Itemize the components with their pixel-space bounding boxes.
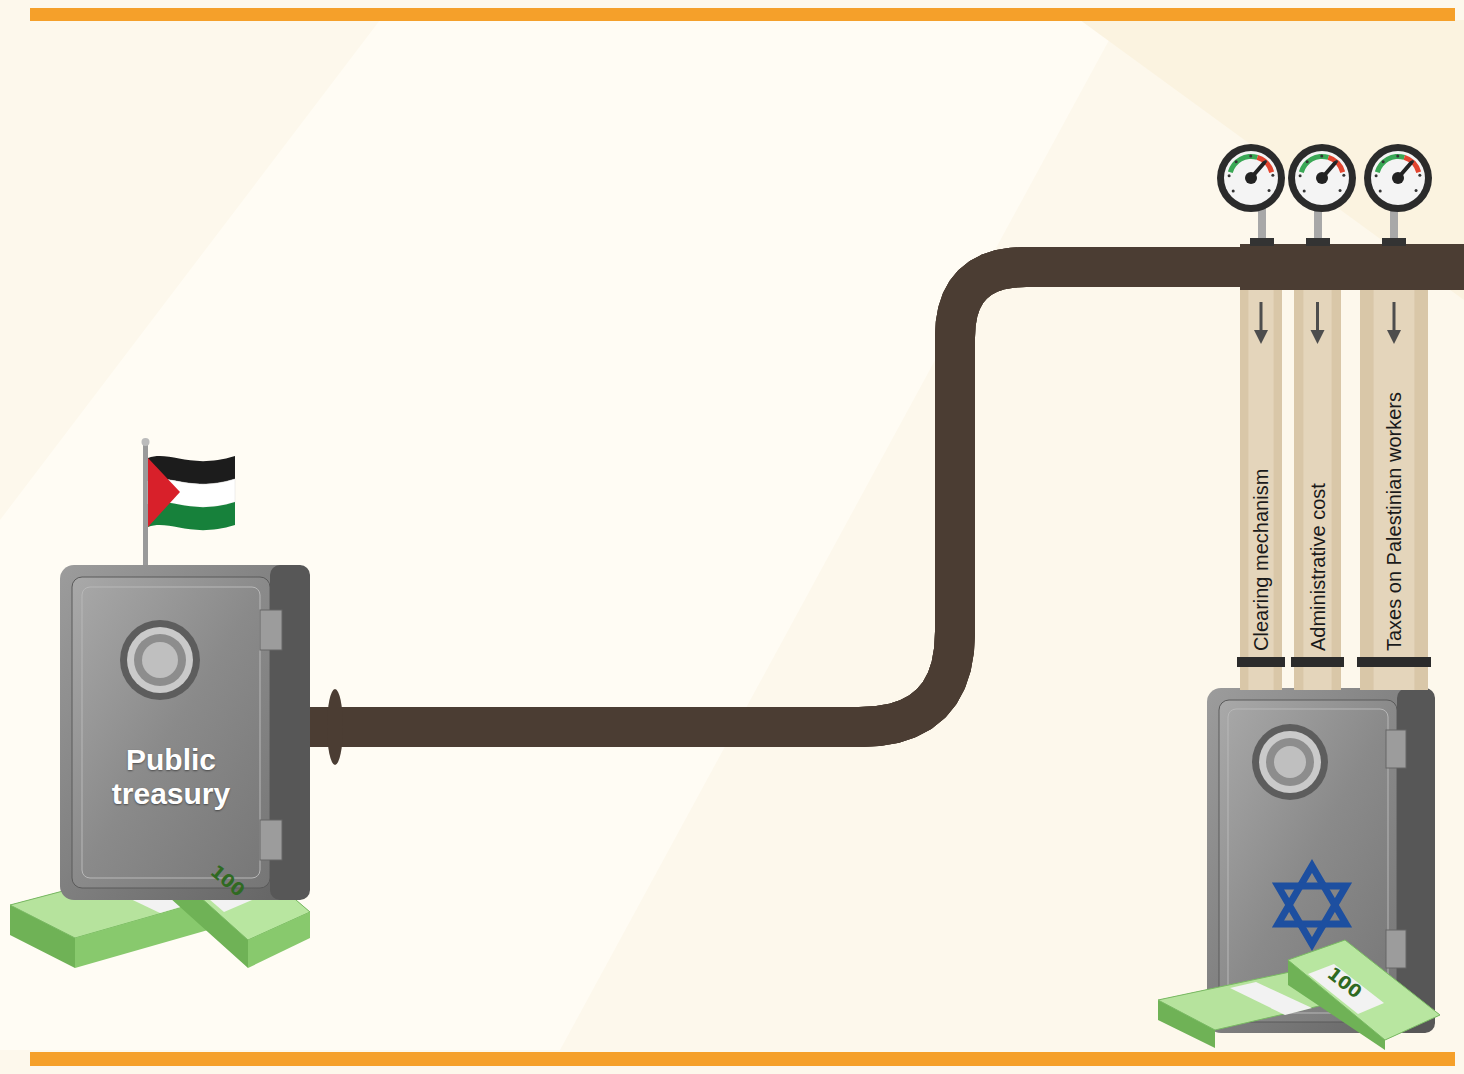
illustration-part <box>1258 208 1266 242</box>
illustration-part <box>1288 940 1440 1040</box>
illustration-part <box>1217 144 1285 246</box>
pipe-label: Clearing mechanism <box>1250 469 1273 651</box>
pipe-flange <box>327 689 343 765</box>
illustration-part <box>1311 330 1325 344</box>
illustration-part <box>1207 688 1435 1033</box>
illustration-part <box>1357 657 1431 667</box>
safe-shape <box>60 565 310 900</box>
transfer-pipe: Clearing mechanism <box>1240 290 1282 665</box>
illustration-part <box>1291 657 1344 667</box>
transfer-pipe: Taxes on Palestinian workers <box>1360 290 1428 665</box>
bottom-bar <box>30 1052 1455 1066</box>
pipe-label: Taxes on Palestinian workers <box>1383 392 1406 651</box>
pipe-label: Administrative cost <box>1306 483 1329 651</box>
illustration-part <box>1374 290 1415 690</box>
illustration-part <box>1303 189 1306 192</box>
bill-value: 100 <box>1324 962 1367 1002</box>
israeli-safe <box>1207 688 1435 1033</box>
illustration-part <box>1249 155 1252 158</box>
illustration-part <box>1274 746 1306 778</box>
top-bar <box>30 8 1455 21</box>
illustration-part <box>1237 657 1285 667</box>
money-stacks-right <box>1158 940 1440 1050</box>
illustration-part <box>1360 290 1428 690</box>
illustration-part <box>1382 160 1385 163</box>
illustration-part <box>1271 174 1274 177</box>
illustration-part <box>1248 290 1273 690</box>
illustration-part <box>1396 155 1399 158</box>
illustration-part <box>1252 724 1328 800</box>
illustration-part <box>1364 144 1432 212</box>
gauges <box>1217 144 1432 246</box>
illustration-part <box>1375 174 1378 177</box>
illustration-part <box>1245 172 1257 184</box>
illustration-part <box>1320 155 1323 158</box>
illustration-part <box>1240 290 1282 690</box>
illustration-part <box>127 627 193 693</box>
money-pipe <box>310 267 1261 727</box>
illustration-part <box>148 458 180 527</box>
illustration-part <box>72 577 270 888</box>
illustration-part <box>1375 154 1405 173</box>
illustration-part <box>1228 174 1231 177</box>
illustration-part <box>1228 154 1258 173</box>
illustration-part <box>1232 189 1235 192</box>
money-pipe <box>310 267 1394 727</box>
illustration-part <box>248 912 310 968</box>
illustration-part <box>1224 151 1278 205</box>
illustration-part <box>1306 238 1330 246</box>
illustration-part <box>143 445 148 575</box>
palestinian-flag <box>142 438 236 575</box>
illustration-part <box>1386 730 1406 768</box>
illustration-part <box>1303 290 1331 690</box>
illustration-part <box>1250 238 1274 246</box>
illustration-part <box>1235 160 1238 163</box>
illustration-part <box>1288 144 1356 246</box>
illustration-part <box>1288 940 1440 1050</box>
pipe-extension <box>1240 244 1464 290</box>
star-of-david <box>1278 866 1346 944</box>
illustration-part <box>1418 174 1421 177</box>
illustration-part <box>1364 144 1432 246</box>
illustration-part <box>1294 290 1341 690</box>
illustration-part <box>1314 208 1322 242</box>
illustration-part <box>1386 930 1406 968</box>
illustration-part <box>60 565 310 900</box>
illustration-part <box>1299 174 1302 177</box>
illustration-part <box>1266 738 1314 786</box>
illustration-part <box>1342 174 1345 177</box>
illustration-part <box>1217 144 1285 212</box>
illustration-part <box>1382 238 1406 246</box>
illustration-part <box>1390 208 1398 242</box>
illustration-part <box>142 642 178 678</box>
illustration-part <box>1415 189 1418 192</box>
illustration-part <box>1316 172 1328 184</box>
illustration-part <box>1339 189 1342 192</box>
illustration-part <box>1254 330 1268 344</box>
illustration-part <box>1306 160 1309 163</box>
illustration-part <box>1371 151 1425 205</box>
illustration-part <box>260 820 282 860</box>
illustration-part <box>120 620 200 700</box>
illustration-part <box>1379 189 1382 192</box>
treasury-safe: Public treasury <box>60 565 310 900</box>
illustration-part <box>1295 151 1349 205</box>
illustration-part <box>1278 866 1346 924</box>
illustration-part <box>1299 154 1329 173</box>
illustration-part <box>1268 189 1271 192</box>
illustration-part <box>82 587 260 878</box>
illustration-part <box>1288 144 1356 212</box>
illustration-part <box>1278 886 1346 944</box>
illustration-part <box>134 634 186 686</box>
safe-label: Public treasury <box>92 743 250 810</box>
transfer-pipe: Administrative cost <box>1294 290 1341 665</box>
money-pipe <box>310 267 1318 727</box>
illustration-part <box>1387 330 1401 344</box>
illustration-part <box>1259 731 1321 793</box>
illustration-part <box>1392 172 1404 184</box>
illustration-part <box>260 610 282 650</box>
illustration-part <box>142 438 150 446</box>
